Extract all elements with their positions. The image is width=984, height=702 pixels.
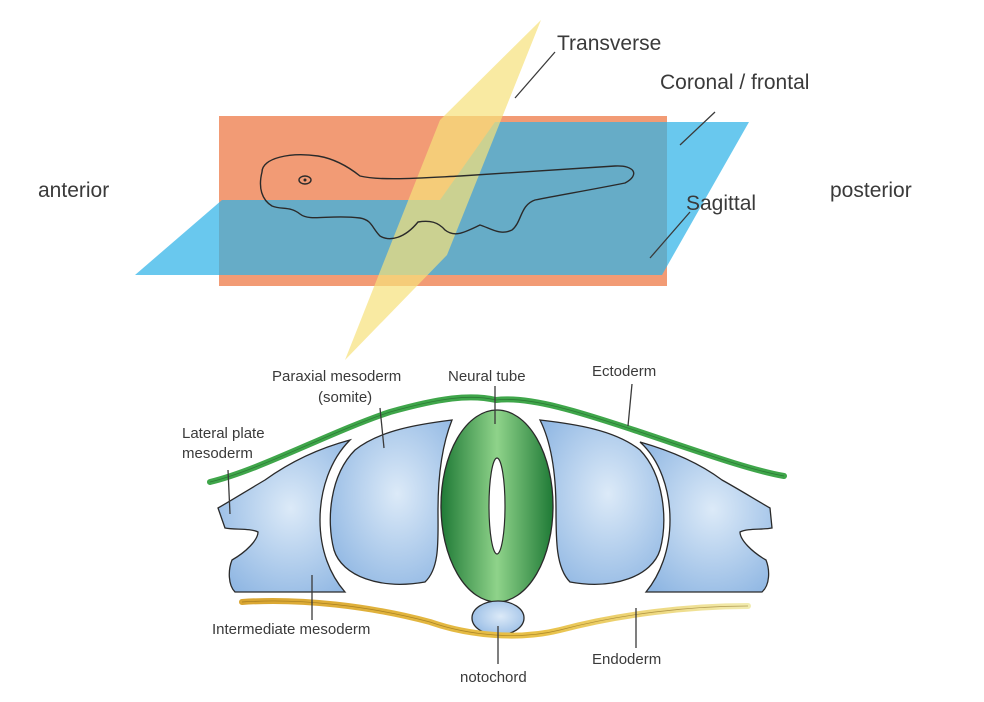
- lateral-plate-mesoderm-right: [639, 441, 773, 593]
- somite-left: [329, 419, 454, 585]
- paraxial-mesoderm-label: Paraxial mesoderm: [272, 368, 401, 385]
- neural-tube-label: Neural tube: [448, 368, 526, 385]
- ectoderm-label: Ectoderm: [592, 363, 656, 380]
- sagittal-leader: [649, 211, 691, 259]
- posterior-label: posterior: [830, 179, 912, 202]
- transverse-label: Transverse: [557, 32, 661, 55]
- coronal-leader: [679, 111, 716, 146]
- cross-section-figure: Paraxial mesoderm (somite) Neural tube E…: [182, 363, 787, 686]
- ectoderm-leader: [627, 383, 633, 427]
- lateral-plate-label-2: mesoderm: [182, 445, 253, 462]
- transverse-plane: [345, 20, 541, 360]
- notochord-label: notochord: [460, 669, 527, 686]
- planes-figure: anterior posterior Transverse Coronal / …: [38, 20, 912, 360]
- somite-right: [538, 419, 665, 585]
- embryo-eye: [298, 175, 312, 185]
- intermediate-mesoderm-label: Intermediate mesoderm: [212, 621, 370, 638]
- neural-canal: [488, 457, 506, 555]
- embryo-outline: [259, 154, 635, 240]
- lateral-plate-mesoderm-left: [217, 438, 353, 593]
- endoderm-label: Endoderm: [592, 651, 661, 668]
- paraxial-leader: [379, 407, 385, 449]
- lateral-plate-leader: [227, 469, 231, 515]
- anterior-label: anterior: [38, 179, 109, 202]
- sagittal-label: Sagittal: [686, 192, 756, 215]
- coronal-label: Coronal / frontal: [660, 71, 809, 94]
- transverse-leader: [514, 51, 556, 99]
- somite-label: (somite): [318, 389, 372, 406]
- lateral-plate-label-1: Lateral plate: [182, 425, 265, 442]
